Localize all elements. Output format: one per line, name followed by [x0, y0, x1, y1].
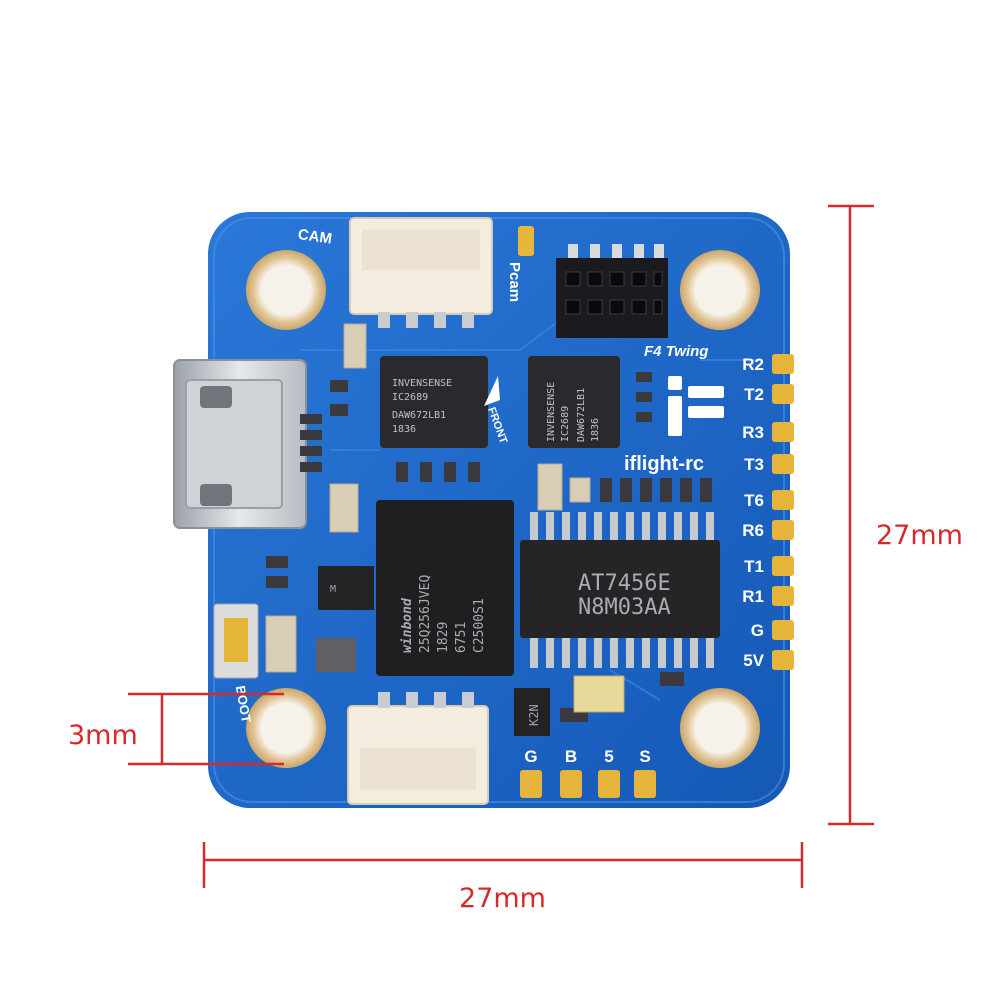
pad-label-t1: T1 [744, 557, 764, 576]
pad-label-bottom-g: G [524, 747, 537, 766]
svg-text:1836: 1836 [392, 424, 416, 435]
bottom-pads [520, 770, 656, 798]
mounting-hole-top-left [246, 250, 326, 330]
imu-chip-2: INVENSENSE IC2689 DAW672LB1 1836 [528, 356, 620, 448]
pad-label-bottom-5: 5 [604, 747, 613, 766]
height-dimension [828, 204, 874, 826]
capacitors [265, 323, 625, 713]
small-ics: M K2N [316, 566, 550, 736]
svg-text:DAW672LB1: DAW672LB1 [576, 388, 587, 442]
svg-text:M: M [330, 584, 336, 595]
pad-label-t6: T6 [744, 491, 764, 510]
hole-dimension [128, 692, 284, 766]
svg-text:25Q256JVEQ: 25Q256JVEQ [418, 575, 433, 653]
iflight-logo-icon [668, 376, 724, 436]
pad-label-r6: R6 [742, 521, 764, 540]
svg-text:INVENSENSE: INVENSENSE [392, 378, 452, 389]
svg-text:DAW672LB1: DAW672LB1 [392, 410, 446, 421]
pcb-traces [300, 319, 760, 701]
pad-label-r2: R2 [742, 355, 764, 374]
pad-label-bottom-b: B [565, 747, 577, 766]
height-dimension-label: 27mm [876, 520, 963, 551]
svg-text:K2N: K2N [527, 704, 541, 726]
cam-connector [349, 217, 493, 328]
svg-text:INVENSENSE: INVENSENSE [546, 382, 557, 442]
pad-label-5v: 5V [743, 651, 764, 670]
passive-components [266, 372, 712, 722]
pad-label-t2: T2 [744, 385, 764, 404]
svg-text:IC2689: IC2689 [560, 406, 571, 442]
solder-pad-pcam [518, 226, 534, 256]
pin-header [556, 244, 668, 338]
uart-pad-labels: R2 T2 R3 T3 T6 R6 T1 R1 G 5V [742, 355, 764, 670]
svg-text:winbond: winbond [400, 597, 415, 653]
flash-chip: winbond 25Q256JVEQ 1829 6751 C2500S1 [376, 500, 514, 676]
front-arrow-icon [484, 376, 500, 406]
imu-chip-1: INVENSENSE IC2689 DAW672LB1 1836 [380, 356, 488, 448]
mounting-hole-bottom-right [680, 688, 760, 768]
svg-text:IC2689: IC2689 [392, 392, 428, 403]
width-dimension-label: 27mm [459, 883, 546, 914]
osd-chip: AT7456E N8M03AA [520, 512, 720, 668]
brand-label: iflight-rc [624, 453, 704, 475]
hole-dimension-label: 3mm [68, 720, 138, 751]
boot-button [213, 603, 259, 679]
svg-text:AT7456E: AT7456E [578, 571, 671, 596]
svg-text:6751: 6751 [454, 622, 469, 653]
svg-text:C2500S1: C2500S1 [472, 598, 487, 653]
pad-label-g: G [751, 621, 764, 640]
mounting-holes [246, 250, 760, 768]
svg-text:1829: 1829 [436, 622, 451, 653]
bottom-connector [347, 692, 489, 805]
svg-text:N8M03AA: N8M03AA [578, 595, 671, 620]
pcam-label: Pcam [506, 262, 523, 302]
pad-label-r3: R3 [742, 423, 764, 442]
bottom-pad-labels: G B 5 S [524, 747, 650, 766]
mounting-hole-top-right [680, 250, 760, 330]
width-dimension [202, 842, 804, 888]
usb-port [173, 359, 307, 529]
pad-label-r1: R1 [742, 587, 764, 606]
pad-label-t3: T3 [744, 455, 764, 474]
mounting-hole-bottom-left [246, 688, 326, 768]
pad-label-bottom-s: S [639, 747, 650, 766]
uart-pads [772, 354, 794, 670]
model-label: F4 Twing [644, 343, 708, 360]
svg-text:1836: 1836 [590, 418, 601, 442]
cam-label: CAM [297, 226, 333, 248]
